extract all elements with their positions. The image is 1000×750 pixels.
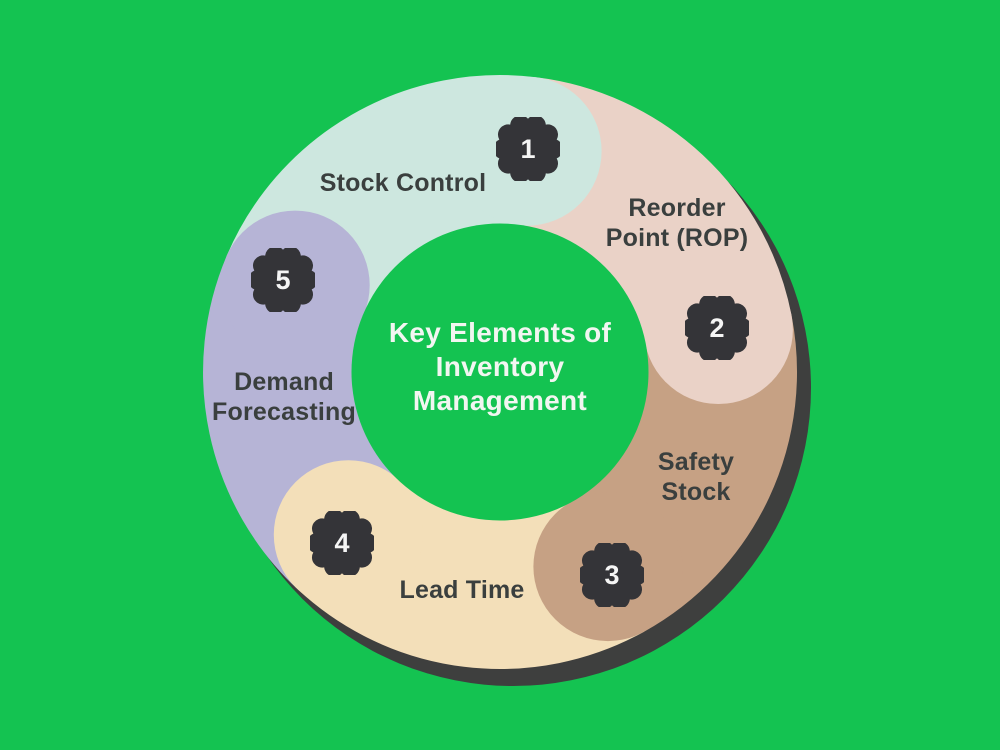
badge-number: 2 <box>709 312 725 343</box>
segment-label-safety-stock: Safety Stock <box>658 447 734 507</box>
seal-icon <box>310 511 374 575</box>
label-line: Stock <box>661 478 731 506</box>
segment-label-lead-time: Lead Time <box>400 575 525 605</box>
center-title: Key Elements of Inventory Management <box>389 316 611 418</box>
center-circle <box>351 223 649 521</box>
badge-5: 5 <box>251 248 315 312</box>
badge-1: 1 <box>496 117 560 181</box>
label-line: Lead Time <box>399 576 525 604</box>
seal-icon <box>580 543 644 607</box>
segment-label-stock-control: Stock Control <box>320 168 487 198</box>
badge-4: 4 <box>310 511 374 575</box>
seal-icon <box>685 296 749 360</box>
segment-label-demand-forecasting: Demand Forecasting <box>212 367 356 427</box>
title-line: Inventory <box>435 351 565 382</box>
seal-icon <box>251 248 315 312</box>
badge-number: 5 <box>275 264 291 295</box>
seal-icon <box>496 117 560 181</box>
title-line: Key Elements of <box>388 317 612 348</box>
label-line: Stock Control <box>319 169 487 197</box>
badge-number: 1 <box>520 133 536 164</box>
title-line: Management <box>412 385 588 416</box>
badge-number: 3 <box>604 559 620 590</box>
label-line: Safety <box>657 448 735 476</box>
badge-3: 3 <box>580 543 644 607</box>
label-line: Point (ROP) <box>605 224 749 252</box>
badge-number: 4 <box>334 527 350 558</box>
label-line: Forecasting <box>212 398 356 426</box>
badge-2: 2 <box>685 296 749 360</box>
label-line: Reorder <box>628 194 726 222</box>
label-line: Demand <box>234 368 334 396</box>
segment-label-reorder-point: Reorder Point (ROP) <box>606 193 748 253</box>
